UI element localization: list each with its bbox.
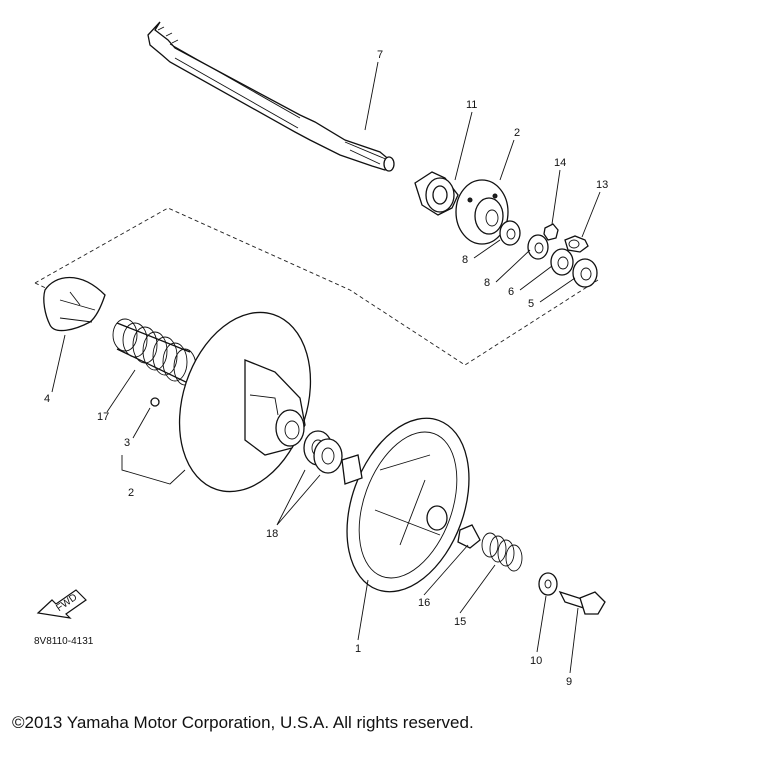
callout-14: 14 (554, 157, 566, 169)
callout-16: 16 (418, 597, 430, 609)
part-ball (150, 397, 160, 407)
callout-3: 3 (124, 437, 130, 449)
part-washer-10 (538, 572, 558, 596)
callout-8-upper: 8 (462, 254, 468, 266)
callout-numbers: 7 11 2 14 13 8 8 6 5 4 17 3 2 18 1 16 15… (44, 49, 608, 688)
callout-8-lower: 8 (484, 277, 490, 289)
callout-4: 4 (44, 393, 50, 405)
forward-arrow-icon: FWD (36, 589, 87, 619)
diagram-part-code: 8V8110-4131 (34, 636, 94, 647)
callout-9: 9 (566, 676, 572, 688)
callout-2-lower: 2 (128, 487, 134, 499)
callout-2-upper: 2 (514, 127, 520, 139)
callout-10: 10 (530, 655, 542, 667)
callout-15: 15 (454, 616, 466, 628)
assembly-outline (34, 207, 599, 366)
leader-lines (51, 61, 601, 674)
part-bolt-13 (564, 235, 589, 253)
part-shaft (147, 21, 395, 172)
part-bolt-9 (558, 590, 606, 615)
callout-6: 6 (508, 286, 514, 298)
part-spring (112, 318, 197, 386)
callout-5: 5 (528, 298, 534, 310)
part-nut-14 (543, 223, 559, 241)
part-washer-8-lower (527, 234, 549, 260)
part-small-spring (481, 532, 523, 572)
part-washer-5 (572, 258, 598, 288)
part-washer-6 (550, 248, 574, 276)
part-plate-upper (455, 179, 509, 245)
callout-1: 1 (355, 643, 361, 655)
part-bearing (414, 171, 459, 216)
callout-7: 7 (377, 49, 383, 61)
callout-17: 17 (97, 411, 109, 423)
part-sheave (178, 311, 312, 493)
callout-11: 11 (466, 99, 477, 111)
part-washers-18 (303, 430, 343, 474)
copyright-notice: ©2013 Yamaha Motor Corporation, U.S.A. A… (12, 713, 474, 732)
part-collar (457, 524, 481, 549)
exploded-parts-diagram: 7 11 2 14 13 8 8 6 5 4 17 3 2 18 1 16 15… (34, 21, 608, 688)
part-washer-8-upper (499, 220, 521, 246)
part-movable-sheave (341, 417, 470, 593)
part-spider (43, 277, 106, 332)
callout-18: 18 (266, 528, 278, 540)
callout-13: 13 (596, 179, 608, 191)
